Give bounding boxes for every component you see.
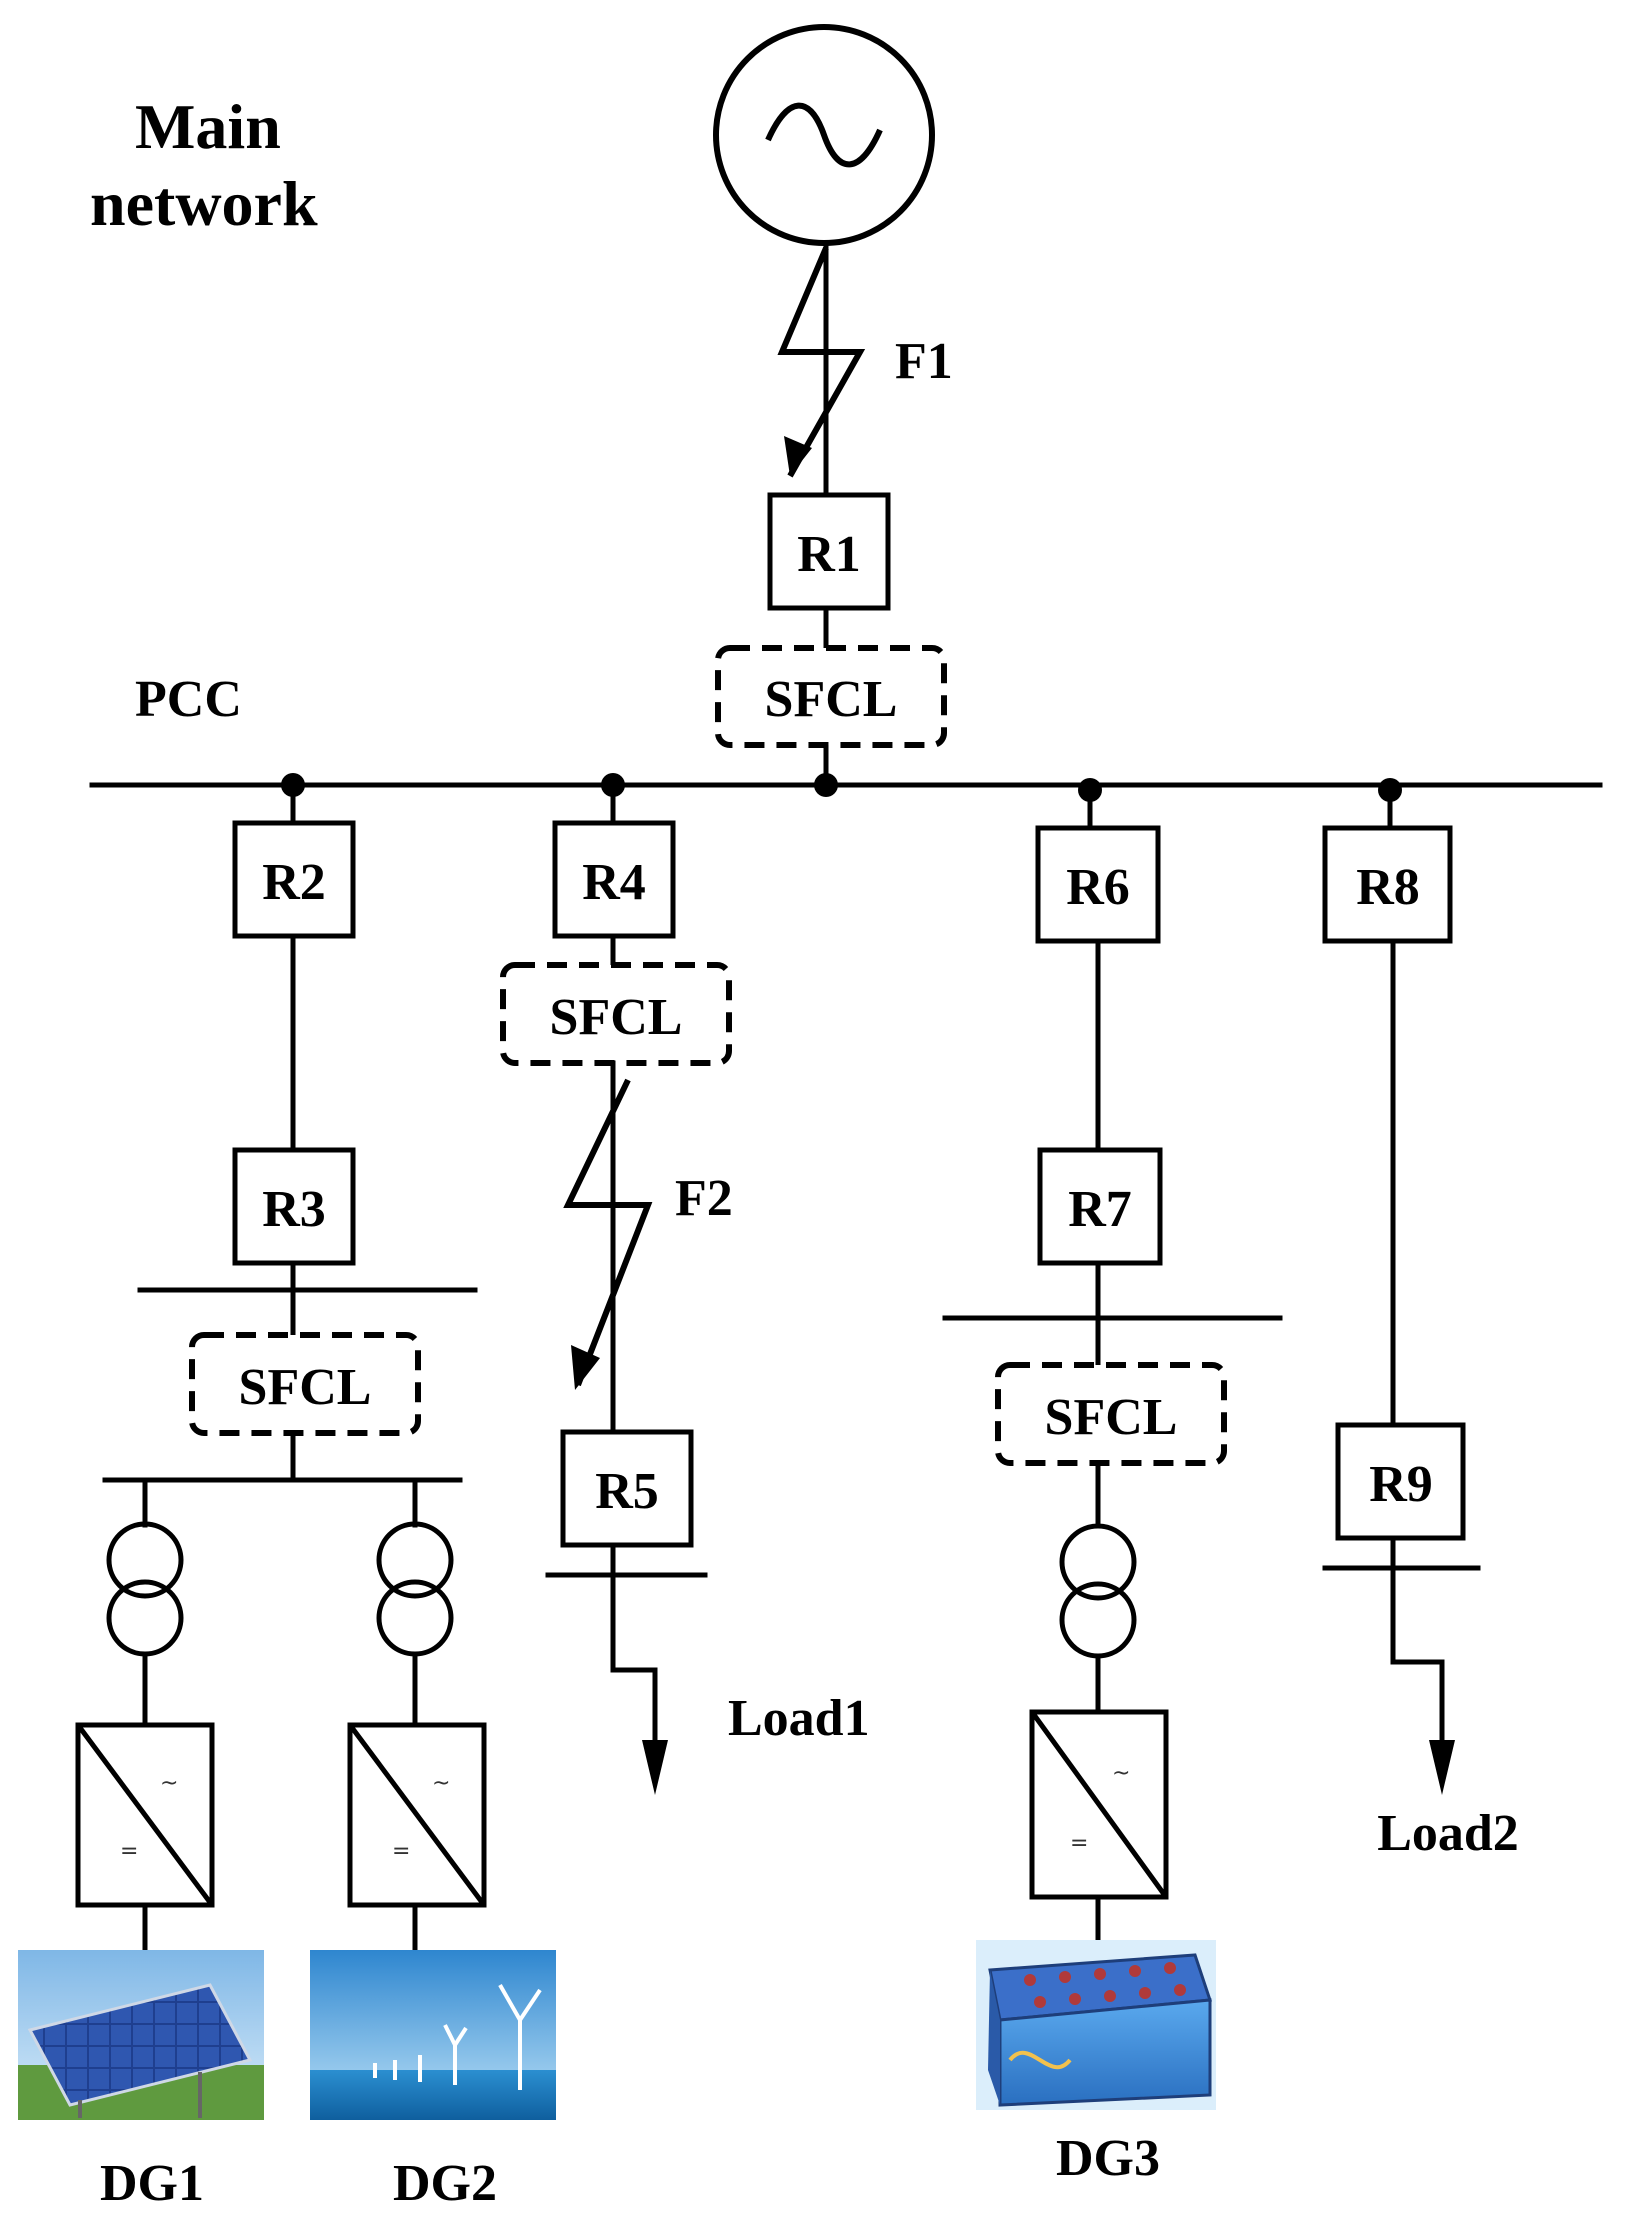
dg3-label: DG3 xyxy=(1056,2130,1160,2187)
relay-r6: R6 xyxy=(1035,825,1161,944)
fault-f1-icon xyxy=(777,246,866,478)
converter-dg3-ac: ~ xyxy=(1112,1761,1130,1786)
fault-f2-label: F2 xyxy=(675,1170,733,1227)
fault-f2-icon xyxy=(563,1078,653,1390)
dg1-solar-panel-image xyxy=(18,1950,264,2120)
dg1-label: DG1 xyxy=(100,2155,204,2212)
converter-dg3-dc: = xyxy=(1070,1831,1088,1856)
relay-r8-label: R8 xyxy=(1356,859,1420,916)
title-network: network xyxy=(90,168,318,239)
relay-r6-label: R6 xyxy=(1066,859,1130,916)
relay-r9: R9 xyxy=(1335,1422,1466,1541)
sfcl-main-label: SFCL xyxy=(765,671,898,728)
relay-r5: R5 xyxy=(560,1429,694,1548)
converter-dg2-icon: ~ = xyxy=(347,1722,487,1908)
relay-r1-label: R1 xyxy=(797,526,861,583)
converter-dg1-dc: = xyxy=(120,1839,138,1864)
title-main: Main xyxy=(135,91,281,162)
load2-arrow-icon xyxy=(1390,1568,1455,1795)
relay-r2-label: R2 xyxy=(262,854,326,911)
converter-dg2-dc: = xyxy=(392,1839,410,1864)
transformer-dg2-icon xyxy=(376,1521,454,1657)
relay-r7-label: R7 xyxy=(1068,1181,1132,1238)
sfcl-branch3: SFCL xyxy=(995,1362,1227,1466)
sfcl-branch1: SFCL xyxy=(189,1332,421,1436)
ac-source-icon xyxy=(713,24,935,246)
transformer-dg3-icon xyxy=(1059,1523,1137,1659)
dg3-battery-image xyxy=(976,1940,1216,2110)
load1-arrow-icon xyxy=(610,1575,668,1795)
sfcl-branch3-label: SFCL xyxy=(1045,1389,1178,1446)
relay-r4: R4 xyxy=(552,820,676,939)
sfcl-main: SFCL xyxy=(715,645,947,748)
relay-r5-label: R5 xyxy=(595,1463,659,1520)
relay-r3-label: R3 xyxy=(262,1181,326,1238)
relay-r7: R7 xyxy=(1037,1147,1163,1266)
relay-r3: R3 xyxy=(232,1147,356,1266)
pcc-label: PCC xyxy=(135,671,242,728)
fault-f1-label: F1 xyxy=(895,333,953,390)
sfcl-branch2-label: SFCL xyxy=(550,989,683,1046)
transformer-dg1-icon xyxy=(106,1521,184,1657)
converter-dg1-icon: ~ = xyxy=(75,1722,215,1908)
relay-r8: R8 xyxy=(1322,825,1453,944)
sfcl-branch1-label: SFCL xyxy=(239,1359,372,1416)
relay-r1: R1 xyxy=(767,492,891,611)
load2-label: Load2 xyxy=(1377,1805,1519,1862)
relay-r9-label: R9 xyxy=(1369,1456,1433,1513)
load1-label: Load1 xyxy=(728,1690,870,1747)
relay-r2: R2 xyxy=(232,820,356,939)
dg2-label: DG2 xyxy=(393,2155,497,2212)
sfcl-branch2: SFCL xyxy=(500,962,732,1066)
converter-dg2-ac: ~ xyxy=(432,1771,450,1796)
converter-dg1-ac: ~ xyxy=(160,1771,178,1796)
converter-dg3-icon: ~ = xyxy=(1029,1709,1169,1900)
relay-r4-label: R4 xyxy=(582,854,646,911)
dg2-wind-turbine-image xyxy=(310,1950,556,2120)
